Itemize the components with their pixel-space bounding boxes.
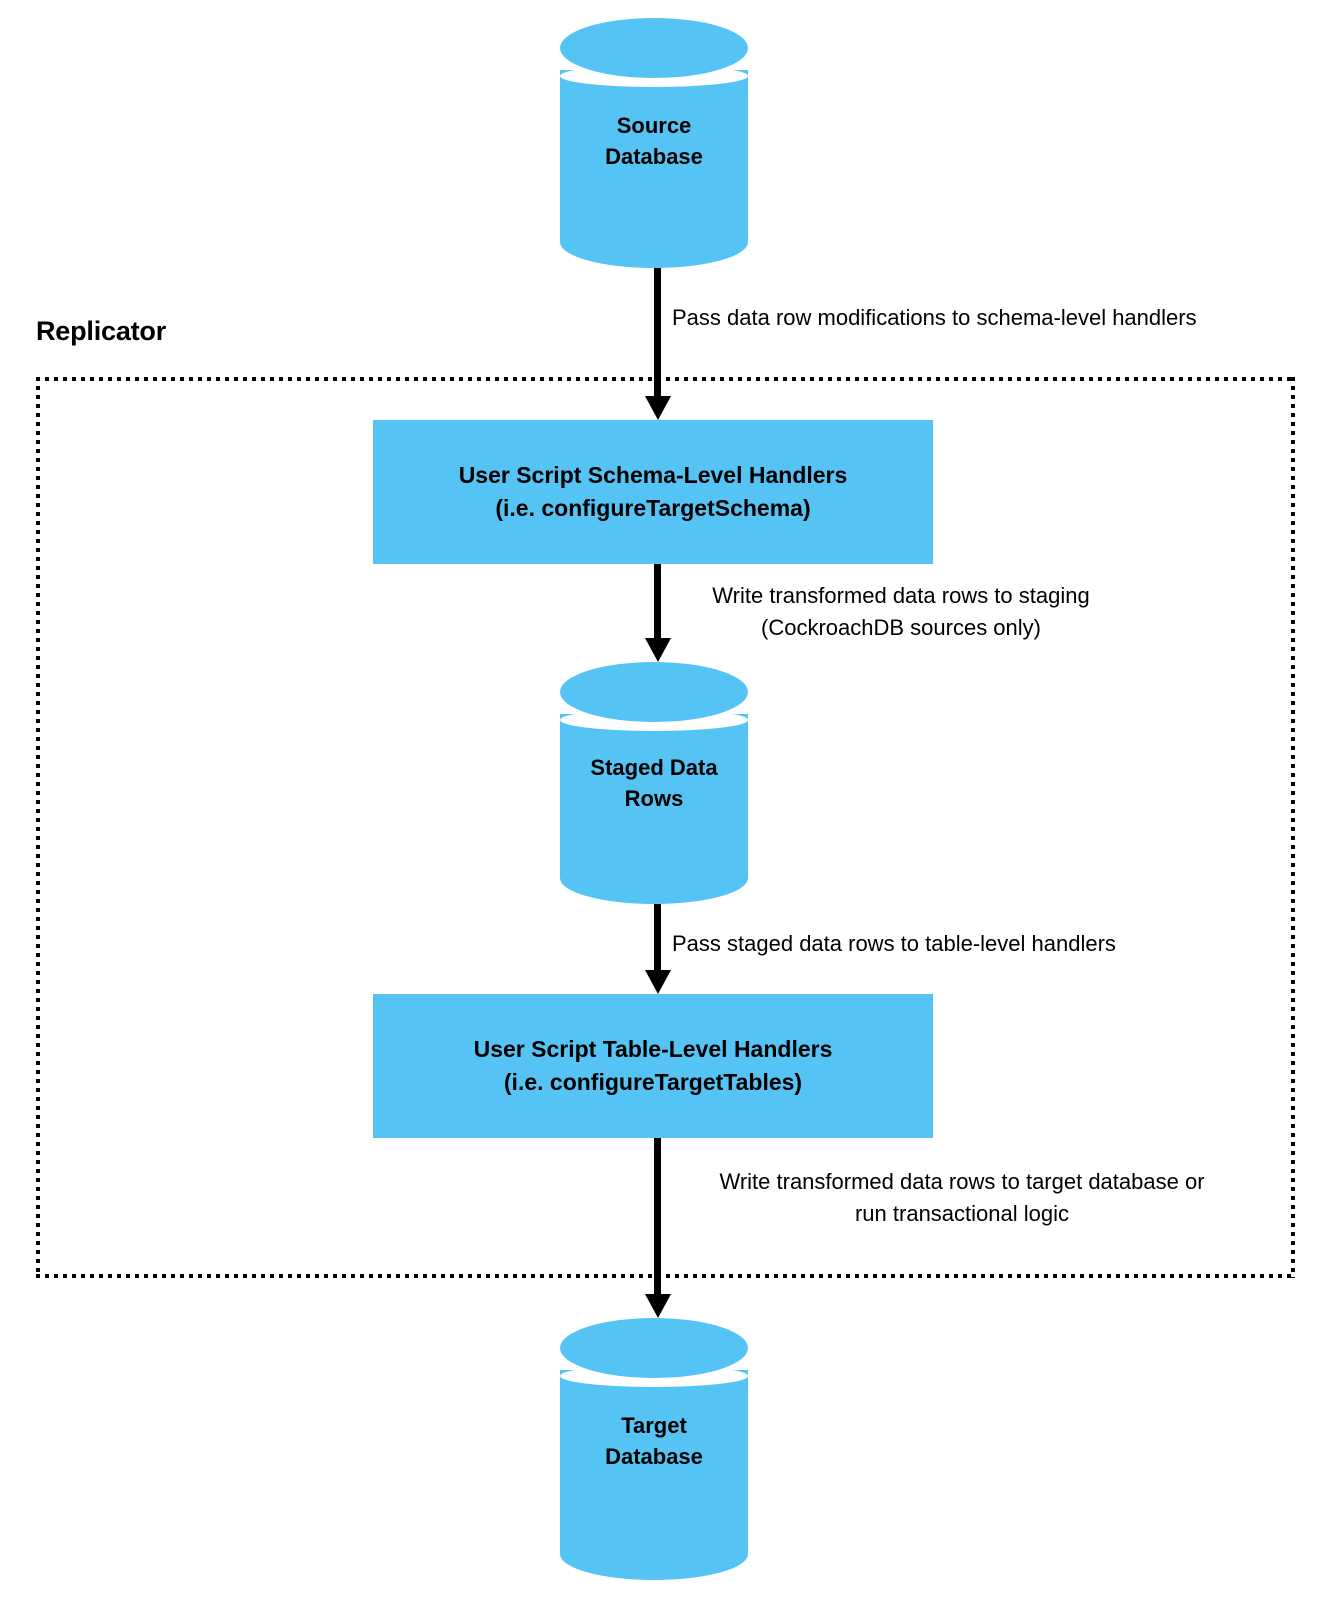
arrow-shaft: [654, 564, 661, 638]
cylinder-top: [560, 18, 748, 78]
edge-label-staging-to-table-handlers: Pass staged data rows to table-level han…: [672, 931, 1116, 956]
node-table-handlers: User Script Table-Level Handlers (i.e. c…: [373, 994, 933, 1138]
node-target-database-label: Target Database: [605, 1413, 703, 1469]
edge-label-source-to-schema-handlers: Pass data row modifications to schema-le…: [672, 305, 1197, 330]
arrow-head: [644, 638, 671, 662]
replicator-boundary-label: Replicator: [36, 316, 167, 346]
boundary-edge-top: [36, 377, 1295, 381]
boundary-edge-bottom: [36, 1274, 1295, 1278]
arrow-shaft: [654, 268, 661, 396]
cylinder-body: [560, 70, 748, 268]
node-table-handlers-label: User Script Table-Level Handlers (i.e. c…: [473, 1036, 833, 1095]
arrow-shaft: [654, 1138, 661, 1294]
arrow-shaft: [654, 904, 661, 970]
boundary-edge-left: [36, 377, 40, 1278]
node-schema-handlers: User Script Schema-Level Handlers (i.e. …: [373, 420, 933, 564]
node-target-database: Target Database: [560, 1318, 748, 1580]
cylinder-top: [560, 662, 748, 722]
edge-label-table-handlers-to-target: Write transformed data rows to target da…: [719, 1169, 1205, 1226]
arrow-head: [644, 1294, 671, 1318]
node-source-database-label: Source Database: [605, 113, 703, 169]
edge-label-schema-handlers-to-staging: Write transformed data rows to staging (…: [712, 583, 1090, 640]
arrow-head: [644, 970, 671, 994]
arrow-head: [644, 396, 671, 420]
cylinder-body: [560, 714, 748, 904]
node-schema-handlers-label: User Script Schema-Level Handlers (i.e. …: [458, 462, 848, 521]
cylinder-top: [560, 1318, 748, 1378]
node-source-database: Source Database: [560, 18, 748, 268]
replicator-boundary: [36, 377, 1295, 1278]
cylinder-body: [560, 1370, 748, 1580]
node-staged-rows: Staged Data Rows: [560, 662, 748, 904]
node-staged-rows-label: Staged Data Rows: [590, 755, 718, 811]
boundary-edge-right: [1291, 377, 1295, 1278]
